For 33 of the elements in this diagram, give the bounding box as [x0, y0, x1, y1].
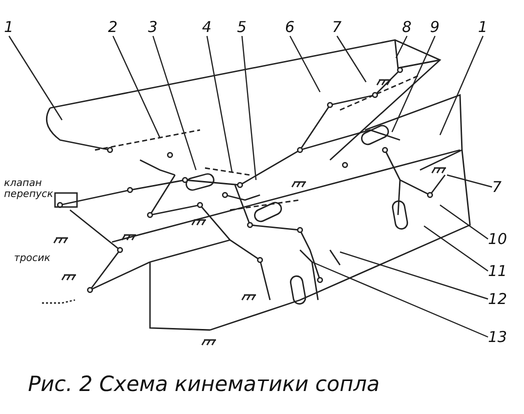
caption: Рис. 2 Схема кинематики сопла — [28, 372, 380, 396]
callout-number: 8 — [402, 18, 412, 36]
leader-line — [440, 204, 488, 240]
callout-number: 5 — [237, 18, 247, 36]
leader-line — [424, 226, 488, 272]
part-label: тросик — [14, 253, 52, 264]
callout-number: 12 — [488, 290, 508, 308]
callout-number: 11 — [488, 262, 508, 280]
callout-number: 1 — [478, 18, 488, 36]
callout-number: 4 — [202, 18, 212, 36]
leader-line — [152, 36, 197, 170]
callout-number: 6 — [285, 18, 295, 36]
leader-line — [391, 36, 436, 132]
callout-number: 1 — [4, 18, 14, 36]
leader-line — [112, 36, 161, 138]
leader-line — [289, 36, 321, 92]
leader-line — [8, 36, 62, 120]
callout-number: 13 — [488, 328, 508, 346]
leader-line — [395, 36, 408, 58]
leader-line — [336, 36, 366, 82]
leader-line — [241, 36, 257, 180]
leader-line — [340, 251, 488, 300]
callout-number: 2 — [108, 18, 118, 36]
leader-line — [312, 261, 488, 338]
callout-number: 7 — [492, 178, 502, 196]
leader-line — [206, 36, 233, 172]
callout-number: 7 — [332, 18, 342, 36]
part-label: клапан перепуск — [4, 178, 54, 200]
leader-line — [439, 36, 484, 136]
leader-line — [446, 174, 492, 188]
callout-number: 9 — [430, 18, 440, 36]
callout-number: 10 — [488, 230, 508, 248]
callout-number: 3 — [148, 18, 158, 36]
